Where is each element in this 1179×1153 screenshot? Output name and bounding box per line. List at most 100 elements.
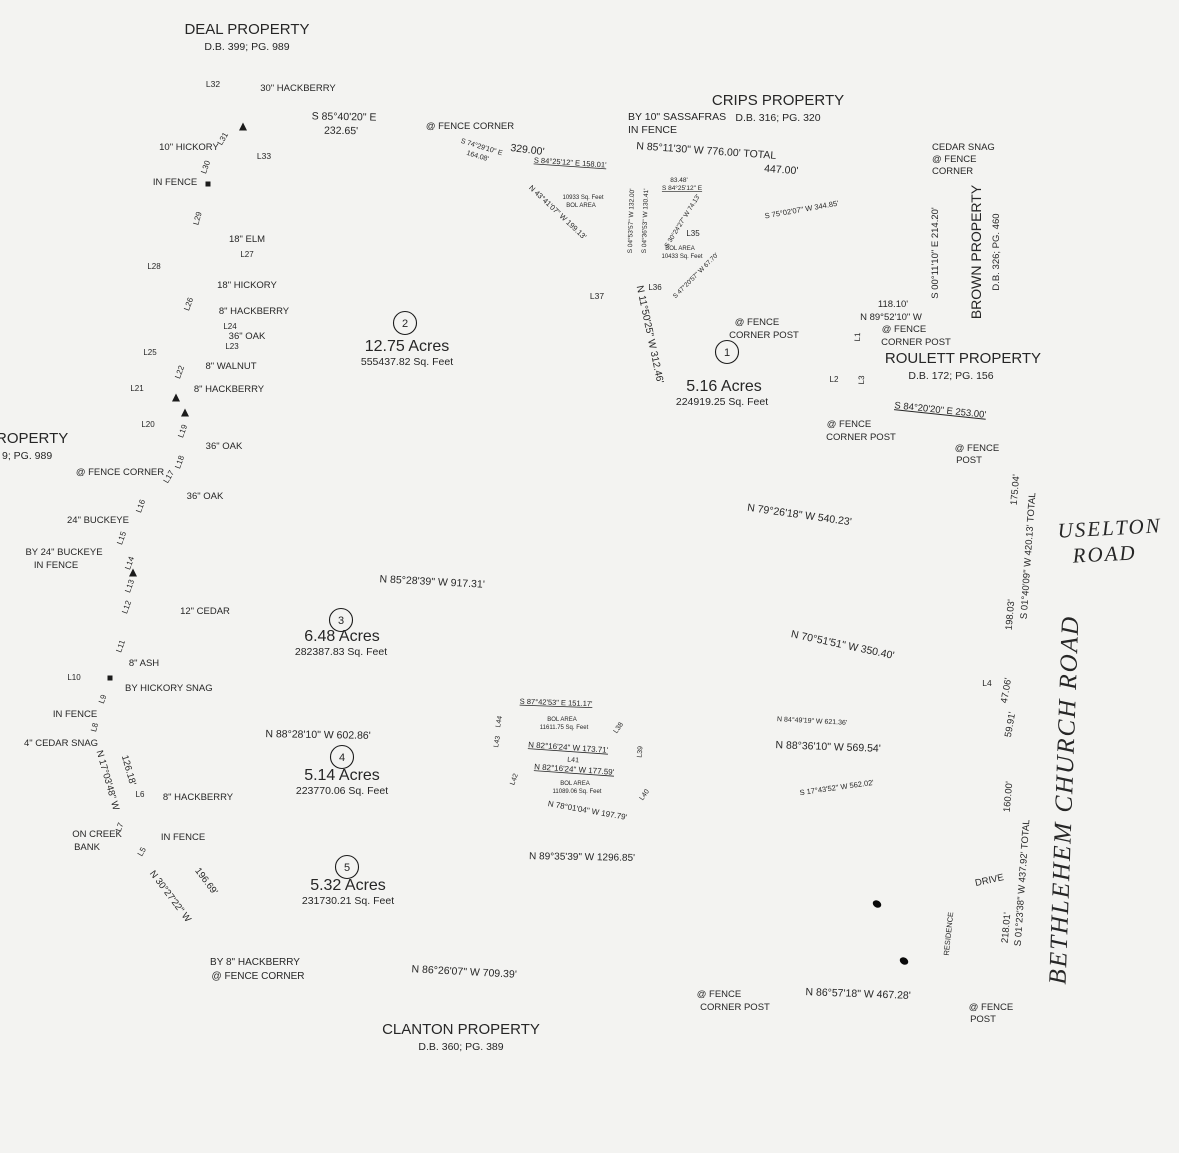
plat-label: L38 — [613, 721, 625, 735]
plat-label: 10" HICKORY — [159, 142, 219, 153]
tree-blob-marker — [872, 900, 882, 908]
plat-label: ON CREEK — [72, 829, 122, 840]
plat-label: D.B. 172; PG. 156 — [908, 370, 993, 382]
plat-label: L23 — [225, 342, 239, 351]
plat-label: PROPERTY — [0, 430, 68, 447]
plat-label: @ FENCE — [932, 154, 976, 165]
plat-label: S 01°23'38" W 437.92' TOTAL — [1013, 819, 1033, 946]
plat-label: CORNER POST — [700, 1002, 770, 1013]
plat-label: L15 — [115, 530, 128, 546]
plat-label: L35 — [686, 229, 700, 238]
plat-label: N 17°03'48" W — [94, 749, 122, 811]
plat-label: 231730.21 Sq. Feet — [302, 895, 394, 907]
plat-label: L25 — [143, 348, 157, 357]
plat-label: 36" OAK — [229, 331, 266, 342]
plat-label: 5.14 Acres — [304, 767, 380, 784]
plat-label: S 04°36'53" W 130.41' — [640, 188, 650, 253]
plat-label: BROWN PROPERTY — [968, 184, 984, 319]
plat-label: 555437.82 Sq. Feet — [361, 356, 453, 368]
plat-label: 8" HACKBERRY — [194, 384, 265, 395]
plat-label: L16 — [134, 498, 147, 514]
plat-label: L14 — [123, 555, 136, 571]
plat-label: L22 — [173, 364, 186, 380]
plat-label: S 00°11'10" E 214.20' — [930, 207, 941, 299]
plat-label: 196.69' — [192, 866, 219, 897]
plat-label: S 30°24'27" W 74.13' — [663, 193, 702, 249]
plat-label: N 86°57'18" W 467.28' — [805, 986, 911, 1002]
plat-label: DEAL PROPERTY — [184, 21, 309, 38]
plat-label: 47.06' — [999, 677, 1014, 704]
post-square-marker — [107, 675, 113, 681]
plat-label: S 85°40'20" E — [312, 110, 377, 123]
plat-label: RESIDENCE — [942, 912, 956, 956]
plat-label: N 86°26'07" W 709.39' — [411, 963, 517, 980]
plat-label: L7 — [114, 821, 126, 833]
triangle-marker — [239, 122, 247, 131]
plat-label: L4 — [982, 678, 992, 688]
plat-label: N 89°52'10" W — [860, 312, 922, 323]
plat-label: L43 — [493, 735, 502, 748]
plat-label: L44 — [495, 715, 504, 728]
plat-label: DRIVE — [974, 872, 1005, 889]
triangle-marker — [181, 408, 189, 417]
plat-label: 4" CEDAR SNAG — [24, 738, 98, 749]
plat-label: ROAD — [1071, 540, 1137, 567]
plat-label: L20 — [141, 420, 155, 429]
plat-label: 232.65' — [324, 125, 358, 138]
plat-label: L1 — [853, 332, 862, 342]
plat-label: L36 — [648, 283, 662, 292]
plat-label: L6 — [136, 790, 145, 799]
post-square-marker — [205, 181, 211, 187]
plat-label: S 04°53'57" W 132.00' — [626, 188, 636, 253]
plat-label: N 82°16'24" W 177.59' — [534, 762, 615, 777]
plat-label: S 84°25'12" E 158.01' — [534, 155, 608, 169]
parcel-number: 4 — [339, 752, 345, 764]
parcel-number-circle — [329, 744, 355, 770]
plat-label: CLANTON PROPERTY — [382, 1021, 540, 1038]
plat-label: L3 — [857, 375, 866, 385]
plat-label: BOL AREA — [560, 781, 589, 787]
plat-label: L37 — [590, 291, 604, 301]
plat-label: CRIPS PROPERTY — [712, 92, 844, 109]
plat-label: L41 — [567, 757, 579, 765]
plat-label: D.B. 399; PG. 989 — [204, 41, 289, 53]
plat-label: 329.00' — [510, 142, 545, 158]
plat-label: L40 — [639, 788, 651, 802]
plat-label: N 30°27'22" W — [147, 869, 193, 925]
plat-label: D.B. 326; PG. 460 — [991, 213, 1002, 290]
plat-label: L33 — [257, 151, 271, 161]
plat-label: 175.04' — [1009, 474, 1023, 506]
plat-label: 224919.25 Sq. Feet — [676, 396, 768, 408]
plat-label: N 11°50'25" W 312.46' — [634, 285, 665, 385]
plat-label: @ FENCE CORNER — [212, 971, 305, 982]
plat-label: L32 — [206, 79, 220, 89]
plat-label: USELTON — [1057, 513, 1162, 542]
plat-label: S 75°02'07" W 344.85' — [764, 199, 840, 221]
plat-label: L11 — [114, 638, 127, 654]
plat-label: CORNER POST — [729, 330, 799, 341]
plat-label: N 89°35'39" W 1296.85' — [529, 851, 635, 864]
plat-label: CEDAR SNAG — [932, 142, 995, 153]
plat-label: L10 — [67, 673, 81, 682]
plat-label: L21 — [130, 384, 144, 393]
plat-label: 11611.75 Sq. Feet — [540, 725, 589, 731]
plat-label: 12" CEDAR — [180, 606, 230, 617]
plat-label: N 85°11'30" W 776.00' TOTAL — [636, 140, 777, 162]
plat-label: L42 — [509, 773, 520, 786]
plat-label: ROULETT PROPERTY — [885, 350, 1041, 367]
plat-label: L26 — [182, 296, 195, 312]
plat-label: 447.00' — [764, 163, 799, 177]
plat-label: @ FENCE — [882, 324, 926, 335]
plat-label: 118.10' — [878, 299, 908, 310]
plat-label: BY 10" SASSAFRAS — [628, 111, 726, 123]
parcel-number: 1 — [724, 347, 730, 359]
plat-label: BOL AREA — [547, 717, 576, 723]
plat-label: 218.01' — [1000, 912, 1014, 944]
plat-label: L2 — [830, 375, 839, 384]
plat-label: 11089.06 Sq. Feet — [553, 789, 602, 795]
plat-label: BETHLEHEM CHURCH ROAD — [1045, 614, 1085, 984]
plat-label: L27 — [240, 250, 254, 259]
parcel-number-circle — [328, 607, 354, 633]
